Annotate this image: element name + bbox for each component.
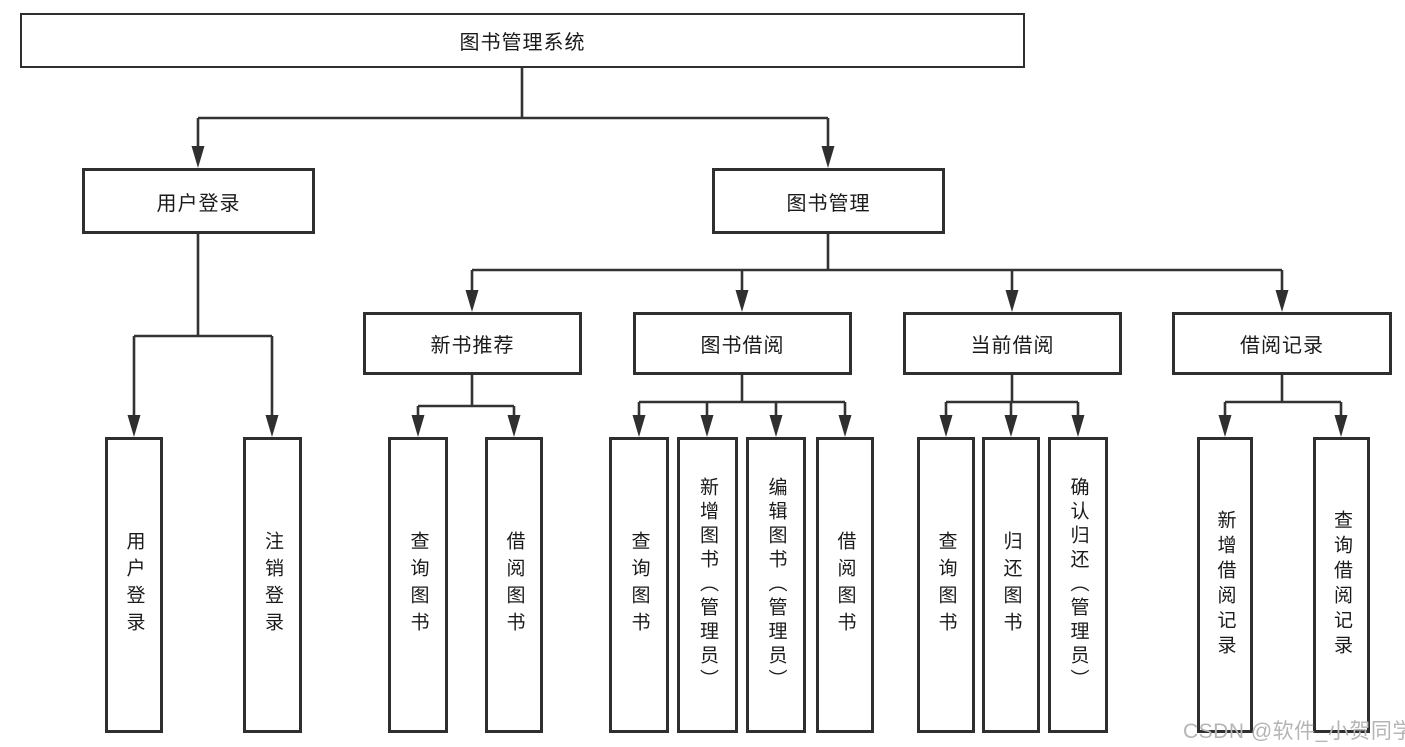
leaf-query-books-borrow: 查询图书: [609, 437, 669, 733]
node-user-login: 用户登录: [82, 168, 315, 234]
leaf-logout: 注销登录: [243, 437, 302, 733]
leaf-edit-books-admin: 编辑图书（管理员）: [746, 437, 806, 733]
node-book-borrow: 图书借阅: [633, 312, 852, 375]
leaf-add-borrow-record: 新增借阅记录: [1197, 437, 1253, 733]
connector-book-management-children: [470, 234, 1284, 291]
connector-borrow-records-children: [1223, 375, 1343, 416]
leaf-user-login: 用户登录: [105, 437, 163, 733]
node-current-borrow: 当前借阅: [903, 312, 1122, 375]
connector-user-login-children: [132, 234, 274, 416]
watermark-text: CSDN @软件_小贺同学: [1183, 720, 1405, 743]
node-root: 图书管理系统: [20, 13, 1025, 68]
leaf-return-books: 归还图书: [982, 437, 1040, 733]
node-borrow-records: 借阅记录: [1172, 312, 1392, 375]
connector-book-borrow-children: [637, 375, 847, 416]
leaf-query-borrow-record: 查询借阅记录: [1313, 437, 1370, 733]
node-book-management: 图书管理: [712, 168, 945, 234]
leaf-query-books-current: 查询图书: [917, 437, 975, 733]
leaf-query-books-recommend: 查询图书: [388, 437, 448, 733]
leaf-borrow-books-recommend: 借阅图书: [485, 437, 543, 733]
arrowheads: [127, 146, 1348, 437]
leaf-borrow-books: 借阅图书: [816, 437, 874, 733]
connector-root-to-level2: [196, 68, 830, 147]
node-new-book-recommend: 新书推荐: [363, 312, 582, 375]
connector-new-book-recommend-children: [416, 375, 516, 416]
leaf-add-books-admin: 新增图书（管理员）: [677, 437, 738, 733]
connector-current-borrow-children: [944, 375, 1080, 416]
leaf-confirm-return-admin: 确认归还（管理员）: [1048, 437, 1108, 733]
